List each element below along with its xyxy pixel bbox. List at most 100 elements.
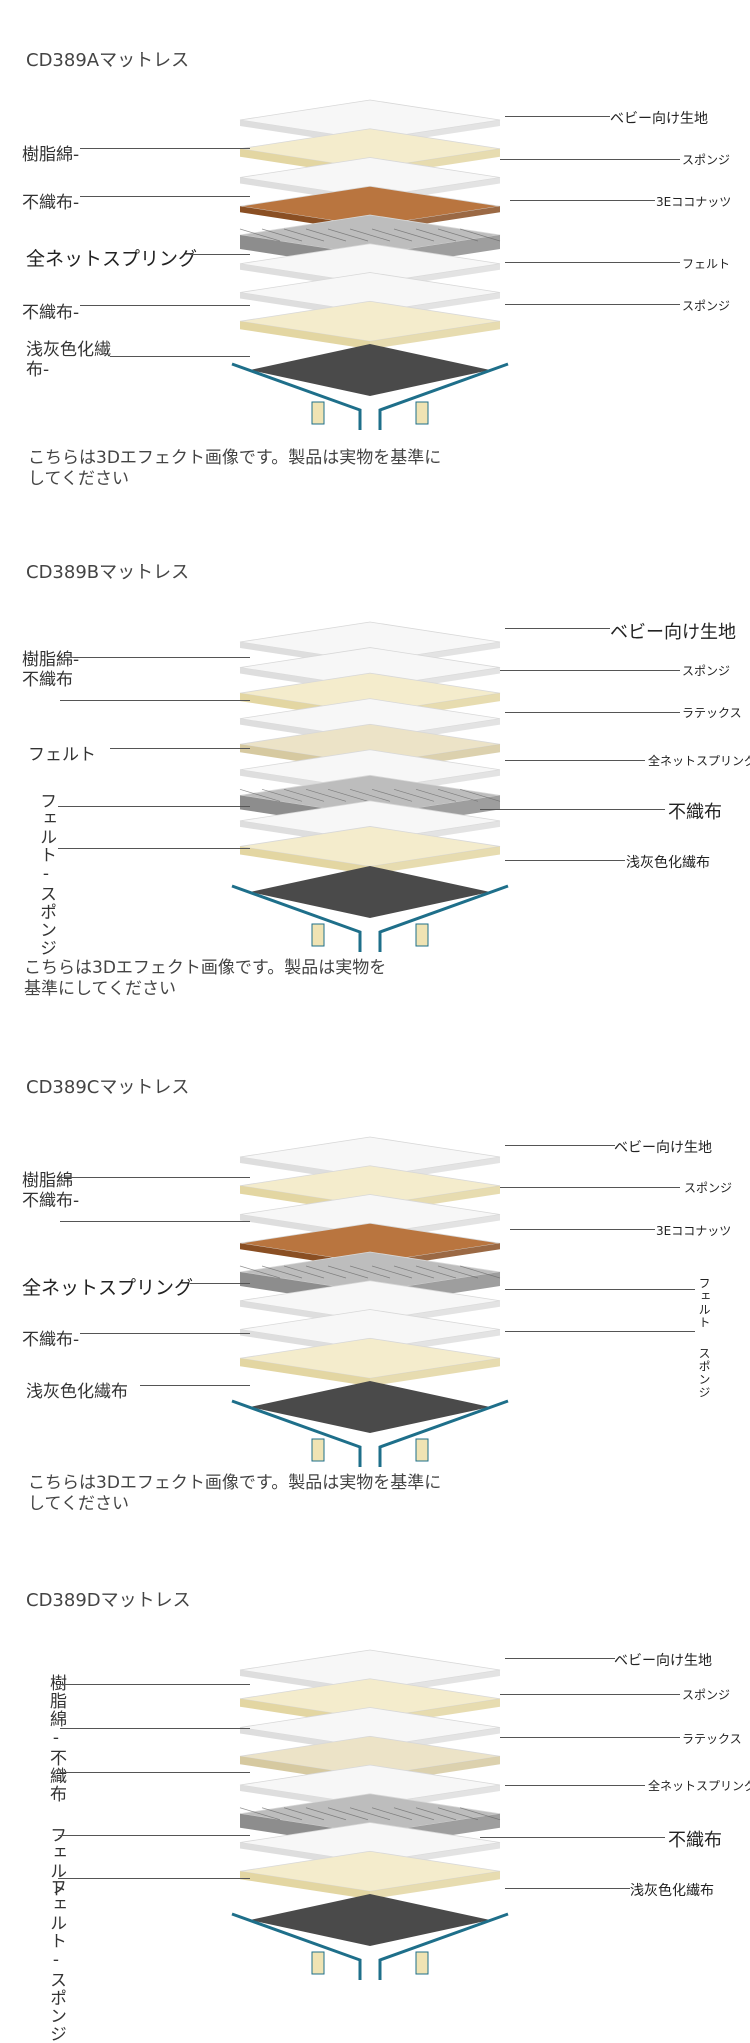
- leader-line: [510, 200, 655, 201]
- leader-line: [500, 159, 680, 160]
- leader-line: [190, 1283, 250, 1284]
- leader-line: [80, 1333, 250, 1334]
- leader-line: [505, 262, 680, 263]
- leader-line: [505, 1331, 695, 1332]
- left-label-resin-cotton: 樹脂綿-: [22, 145, 80, 165]
- leader-line: [60, 657, 250, 658]
- base-frame: [231, 1894, 509, 1980]
- leader-line: [58, 1878, 250, 1879]
- left-label-resin-nonwoven: 樹脂綿-不織布: [22, 650, 80, 690]
- left-label-gray-fabric: 浅灰色化繊布: [26, 1382, 128, 1402]
- sponge-layer: [239, 826, 501, 875]
- leader-line: [110, 356, 250, 357]
- leader-line: [505, 116, 610, 117]
- right-label-baby-fabric: ベビー向け生地: [614, 1653, 712, 1669]
- leader-line: [505, 628, 610, 629]
- fabric-layer: [239, 272, 501, 319]
- right-label-nonwoven: 不織布: [668, 1830, 722, 1851]
- disclaimer-note: こちらは3Dエフェクト画像です。製品は実物を基準にしてください: [28, 1473, 442, 1514]
- leader-line: [480, 809, 665, 810]
- section-title: CD389Bマットレス: [26, 562, 190, 583]
- right-label-gray-fabric: 浅灰色化繊布: [626, 855, 710, 871]
- right-label-baby-fabric: ベビー向け生地: [610, 111, 708, 127]
- leader-line: [505, 1289, 695, 1290]
- left-label-nonwoven: 不織布-: [22, 1330, 80, 1350]
- right-label-sponge: スポンジ: [682, 153, 731, 167]
- leader-line: [58, 806, 250, 807]
- mattress-layer-diagram: [231, 1649, 509, 1980]
- mattress-section-d: CD389Dマットレス 樹脂綿-不織布 フェルト フェルト-スポンジ ベビー向け…: [0, 1540, 750, 2043]
- leader-line: [500, 670, 680, 671]
- base-frame: [231, 1381, 509, 1467]
- leader-line: [60, 1728, 250, 1729]
- right-label-coconut: 3Eココナッツ: [656, 1224, 732, 1238]
- base-frame: [231, 866, 509, 952]
- right-label-spring: 全ネットスプリング: [648, 1779, 750, 1793]
- leader-line: [500, 1694, 680, 1695]
- right-label-latex: ラテックス: [682, 1732, 742, 1746]
- disclaimer-note: こちらは3Dエフェクト画像です。製品は実物を基準にしてください: [28, 448, 442, 489]
- leader-line: [58, 1835, 250, 1836]
- left-label-felt: フェルト: [28, 745, 96, 765]
- left-label-spring: 全ネットスプリング: [26, 248, 198, 270]
- right-label-sponge: スポンジ: [684, 1181, 733, 1195]
- left-label-resin-nonwoven: 樹脂綿-不織布: [46, 1674, 66, 1803]
- leader-line: [505, 1785, 645, 1786]
- leader-line: [60, 1772, 250, 1773]
- leader-line: [190, 254, 250, 255]
- right-label-coconut: 3Eココナッツ: [656, 195, 732, 209]
- leader-line: [505, 712, 680, 713]
- leader-line: [500, 1737, 680, 1738]
- leader-line: [110, 748, 250, 749]
- mattress-section-c: CD389Cマットレス 樹脂綿不織布- 全ネットスプリング 不織布- 浅灰色化繊…: [0, 1027, 750, 1527]
- left-label-spring: 全ネットスプリング: [22, 1277, 194, 1299]
- leader-line: [505, 1145, 615, 1146]
- right-label-felt: フェルト: [697, 1277, 711, 1329]
- disclaimer-note: こちらは3Dエフェクト画像です。製品は実物を基準にしてください: [24, 958, 387, 999]
- leader-line: [505, 1658, 615, 1659]
- right-label-latex: ラテックス: [682, 706, 742, 720]
- leader-line: [505, 760, 645, 761]
- leader-line: [80, 305, 250, 306]
- leader-line: [60, 1684, 250, 1685]
- left-label-felt: フェルト: [46, 1826, 66, 1898]
- right-label-felt: フェルト: [682, 257, 731, 271]
- right-label-gray-fabric: 浅灰色化繊布: [630, 1883, 714, 1899]
- left-label-nonwoven: 不織布-: [22, 193, 80, 213]
- section-title: CD389Aマットレス: [26, 50, 190, 71]
- leader-line: [60, 1221, 250, 1222]
- right-label-sponge-2: スポンジ: [682, 299, 731, 313]
- section-title: CD389Dマットレス: [26, 1590, 191, 1611]
- sponge-layer: [239, 1850, 501, 1900]
- sponge-layer: [239, 1337, 501, 1387]
- right-label-nonwoven: 不織布: [668, 802, 722, 823]
- leader-line: [480, 1837, 665, 1838]
- mattress-layer-diagram: [231, 1136, 509, 1467]
- leader-line: [60, 1177, 250, 1178]
- mattress-layer-diagram: [231, 621, 509, 952]
- left-label-gray-fabric: 浅灰色化繊布-: [26, 340, 111, 380]
- left-label-resin-nonwoven: 樹脂綿不織布-: [22, 1171, 80, 1211]
- left-label-nonwoven-2: 不織布-: [22, 303, 80, 323]
- leader-line: [58, 848, 250, 849]
- leader-line: [505, 860, 625, 861]
- right-label-spring: 全ネットスプリング: [648, 754, 750, 768]
- right-label-baby-fabric: ベビー向け生地: [610, 622, 736, 643]
- leader-line: [80, 196, 250, 197]
- leader-line: [80, 148, 250, 149]
- sponge-layer: [239, 300, 501, 350]
- left-label-felt-sponge: フェルト-スポンジ: [36, 792, 56, 957]
- leader-line: [505, 304, 680, 305]
- right-label-sponge: スポンジ: [682, 1688, 731, 1702]
- mattress-layer-diagram: [231, 99, 509, 430]
- mattress-section-b: CD389Bマットレス 樹脂綿-不織布 フェルト フェルト-スポンジ ベビー向け…: [0, 512, 750, 1012]
- right-label-sponge-2: スポンジ: [697, 1347, 711, 1399]
- right-label-sponge: スポンジ: [682, 664, 731, 678]
- right-label-baby-fabric: ベビー向け生地: [614, 1140, 712, 1156]
- leader-line: [140, 1385, 250, 1386]
- leader-line: [505, 1888, 630, 1889]
- mattress-section-a: CD389Aマットレス 樹脂綿- 不織布- 全ネットスプリング 不織布- 浅灰色…: [0, 0, 750, 500]
- leader-line: [60, 700, 250, 701]
- leader-line: [500, 1187, 680, 1188]
- left-label-felt-sponge: フェルト-スポンジ: [46, 1878, 66, 2043]
